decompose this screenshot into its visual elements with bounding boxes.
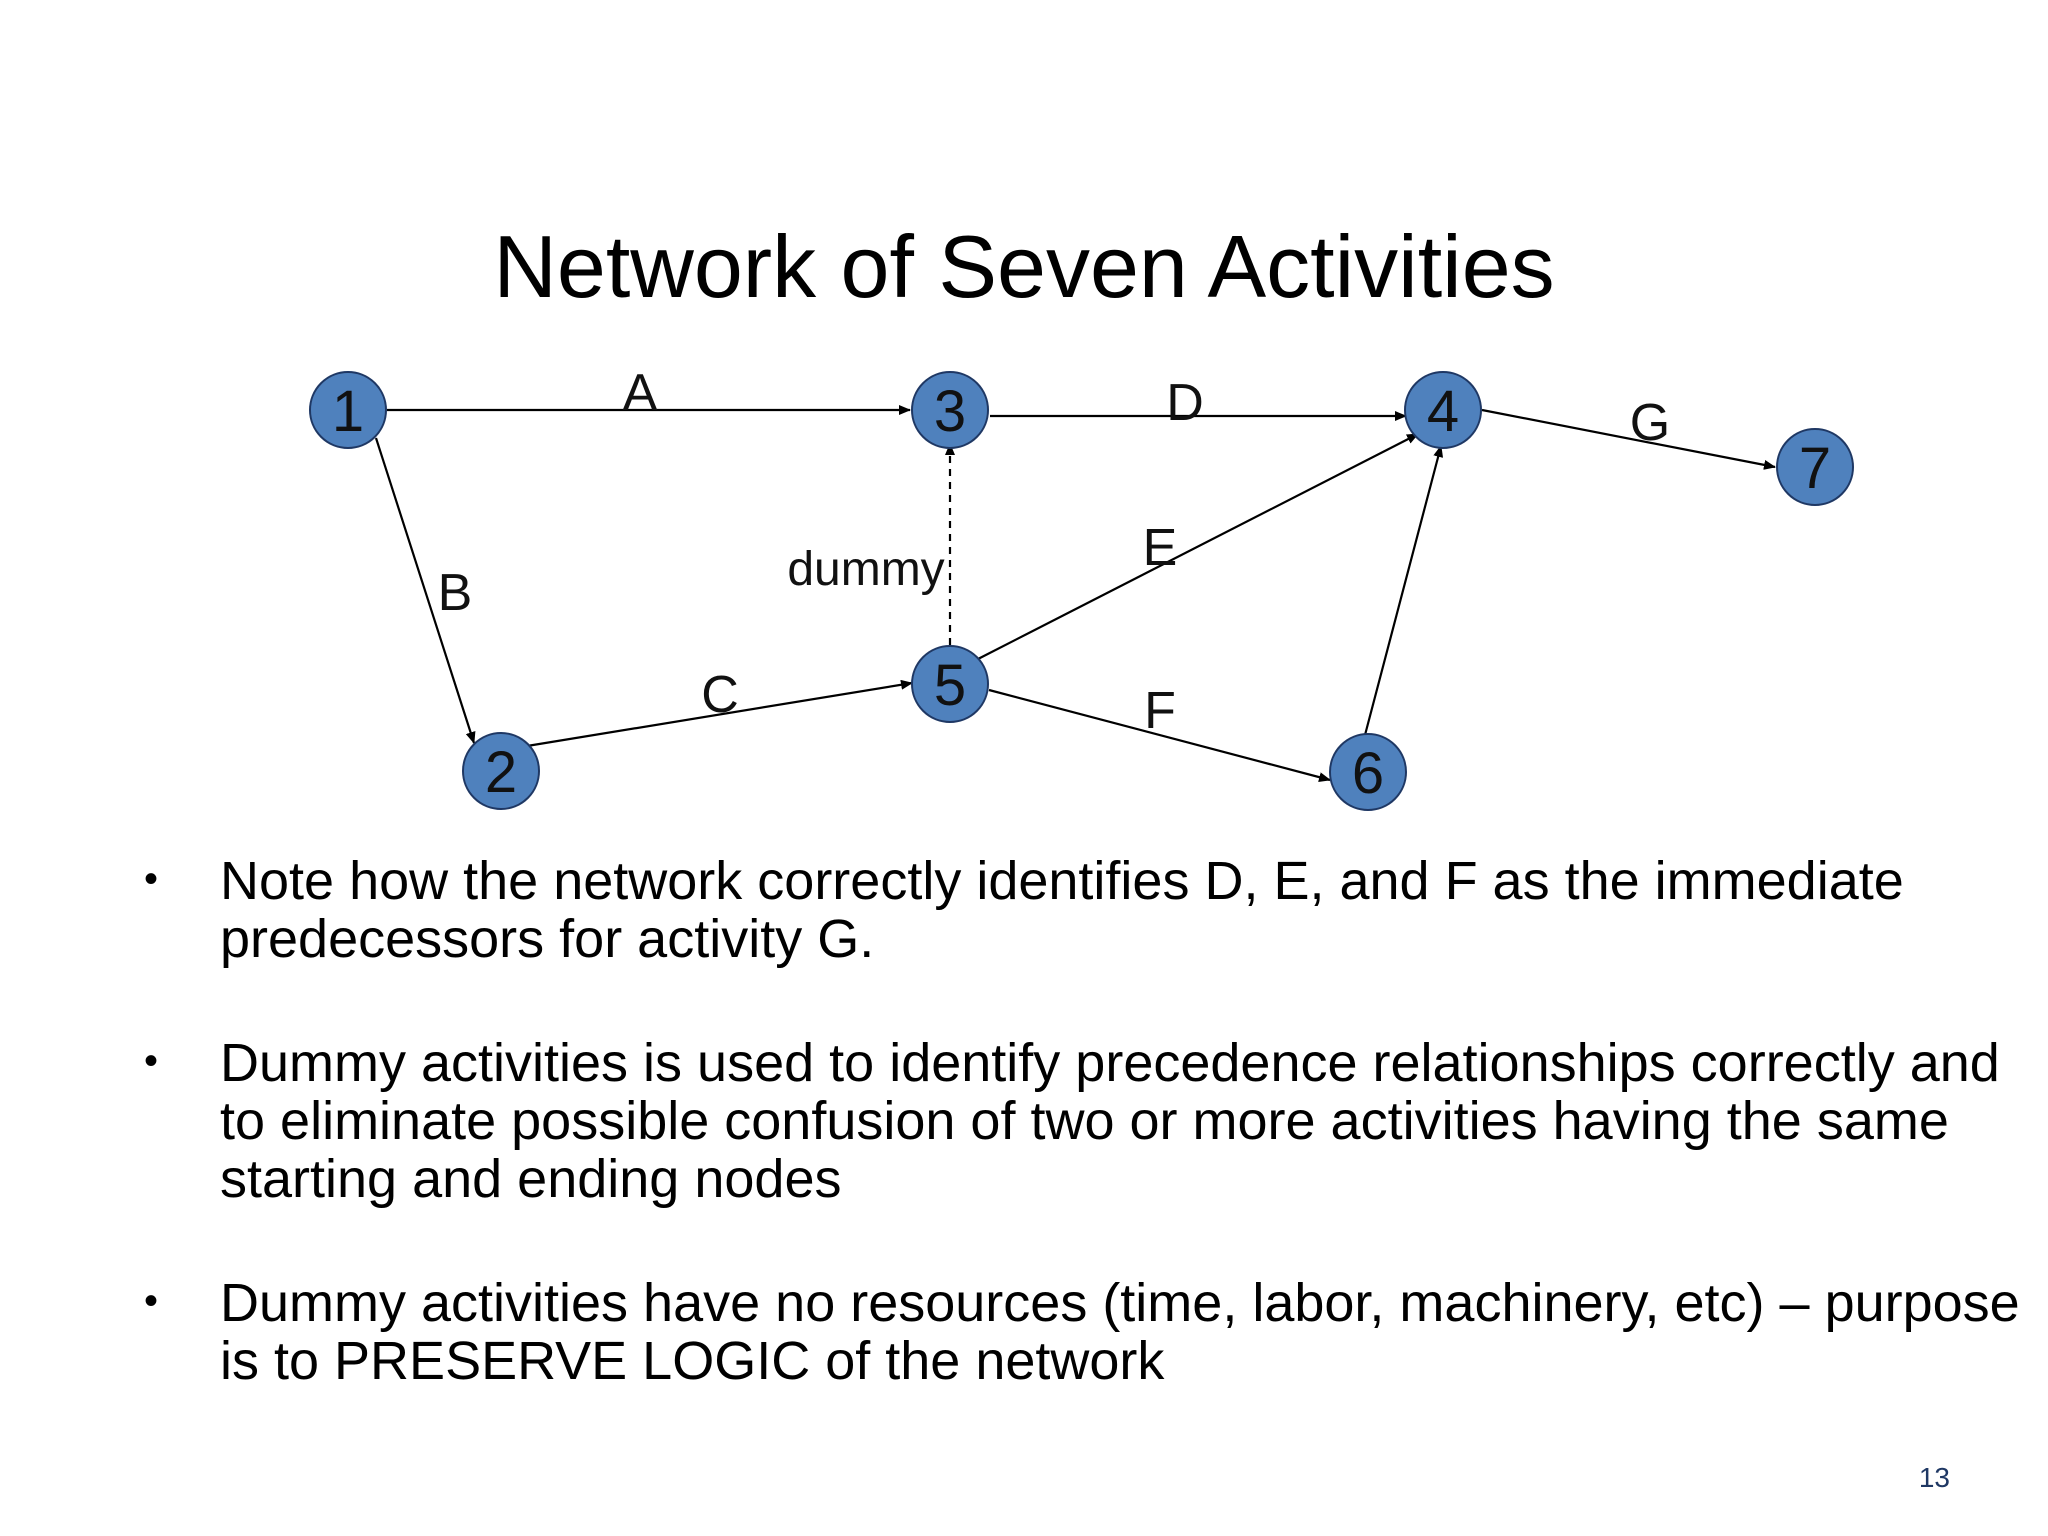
node-7: 7 (1776, 428, 1854, 506)
bullet-list: • Note how the network correctly identif… (140, 852, 2020, 1390)
node-1: 1 (309, 371, 387, 449)
activity-label-g: G (1630, 394, 1670, 452)
node-5-circle (911, 645, 989, 723)
node-4-label: 4 (1427, 379, 1459, 444)
bullet-symbol: • (144, 857, 159, 901)
activity-label-a: A (623, 364, 658, 422)
node-6-circle (1329, 733, 1407, 811)
node-2-circle (462, 732, 540, 810)
node-3-circle (911, 371, 989, 449)
activity-label-e: E (1143, 519, 1178, 577)
node-2: 2 (462, 732, 540, 810)
bullet-text-predecessors: Note how the network correctly identifie… (220, 851, 1904, 969)
node-4: 4 (1404, 371, 1482, 449)
node-6: 6 (1329, 733, 1407, 811)
bullet-symbol: • (144, 1039, 159, 1083)
node-3: 3 (911, 371, 989, 449)
bullet-symbol: • (144, 1279, 159, 1323)
edge-2-5 (526, 679, 913, 748)
bullet-item: • Note how the network correctly identif… (140, 852, 2020, 968)
node-5-label: 5 (934, 653, 966, 718)
edge-1-2 (374, 437, 476, 744)
node-7-label: 7 (1799, 436, 1831, 501)
node-1-circle (309, 371, 387, 449)
node-6-label: 6 (1352, 741, 1384, 806)
node-5: 5 (911, 645, 989, 723)
edge-4-7 (1481, 408, 1776, 470)
bullet-item: • Dummy activities is used to identify p… (140, 1034, 2020, 1208)
activity-label-d: D (1166, 374, 1204, 432)
activity-label-c: C (701, 666, 739, 724)
activity-label-f: F (1144, 682, 1176, 740)
activity-label-b: B (438, 564, 473, 622)
edge-5-6 (988, 688, 1331, 783)
page-number: 13 (1918, 1462, 1950, 1493)
dummy-activity-label: dummy (787, 543, 944, 596)
edge-5-4 (977, 433, 1419, 660)
node-7-circle (1776, 428, 1854, 506)
node-4-circle (1404, 371, 1482, 449)
bullet-text-dummy-resources: Dummy activities have no resources (time… (220, 1273, 2020, 1391)
node-2-label: 2 (485, 740, 517, 805)
node-1-label: 1 (332, 379, 364, 444)
bullet-text-dummy-purpose: Dummy activities is used to identify pre… (220, 1033, 2000, 1209)
edge-6-4 (1363, 445, 1444, 736)
node-3-label: 3 (934, 379, 966, 444)
slide-title: Network of Seven Activities (493, 217, 1555, 316)
bullet-item: • Dummy activities have no resources (ti… (140, 1274, 2020, 1390)
